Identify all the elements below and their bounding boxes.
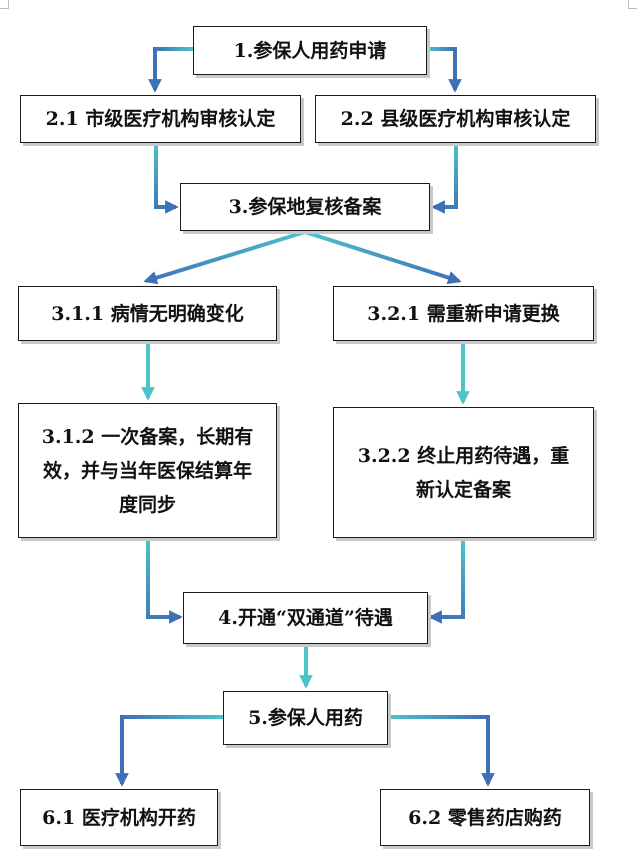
arrow-1-to-2-2 [427, 47, 462, 93]
node-2-2-county-institution-review: 2.2 县级医疗机构审核认定 [315, 95, 596, 143]
node-6-2-retail-pharmacy-purchase: 6.2 零售药店购药 [380, 789, 590, 846]
node-6-1-medical-institution-prescription: 6.1 医疗机构开药 [20, 789, 218, 846]
node-1-insured-medication-application: 1.参保人用药申请 [193, 26, 427, 75]
node-3-insured-place-recheck-filing: 3.参保地复核备案 [180, 183, 430, 231]
arrow-3-1-2-to-4 [146, 538, 183, 624]
arrow-3-2-2-to-4 [428, 538, 465, 624]
node-3-1-2-one-time-filing: 3.1.2 一次备案，长期有效，并与当年医保结算年度同步 [18, 403, 277, 538]
arrow-2-2-to-3 [431, 143, 458, 214]
arrow-5-to-6-2 [388, 715, 495, 787]
node-2-1-city-institution-review: 2.1 市级医疗机构审核认定 [20, 95, 301, 143]
arrow-2-1-to-3 [154, 143, 179, 214]
corner-mark-top-left [0, 0, 9, 9]
arrow-3-to-3-1-1 [143, 230, 306, 285]
node-3-1-1-no-clear-change: 3.1.1 病情无明确变化 [18, 286, 277, 341]
node-5-insured-medication: 5.参保人用药 [223, 691, 388, 745]
arrow-3-to-3-2-1 [304, 230, 462, 285]
arrow-5-to-6-1 [115, 715, 223, 787]
node-4-dual-channel-benefit: 4.开通“双通道”待遇 [183, 592, 428, 644]
node-3-2-1-reapply-replace: 3.2.1 需重新申请更换 [333, 286, 594, 341]
corner-mark-top-right [628, 0, 637, 9]
node-3-2-2-terminate-recertify: 3.2.2 终止用药待遇，重新认定备案 [333, 407, 594, 538]
arrow-1-to-2-1 [148, 47, 193, 93]
